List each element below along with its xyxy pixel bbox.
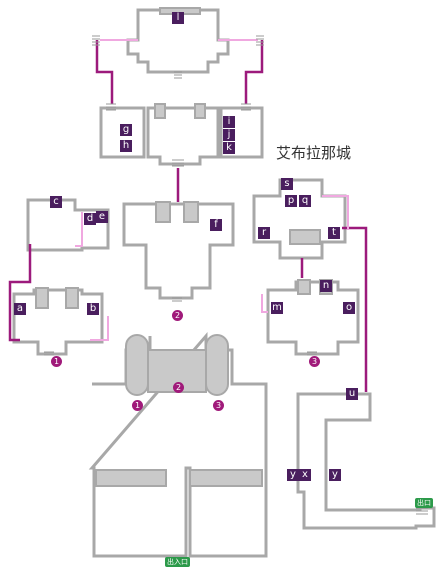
room-label-y-left: y xyxy=(287,469,299,481)
room-label-a: a xyxy=(14,303,26,315)
room-label-s: s xyxy=(281,178,293,190)
marker-3-upper: 3 xyxy=(309,356,320,367)
marker-3-hall: 3 xyxy=(213,400,224,411)
room-label-y-right: y xyxy=(329,469,341,481)
room-label-j: j xyxy=(223,129,235,141)
room-label-n: n xyxy=(320,280,332,292)
room-label-f: f xyxy=(210,219,222,231)
room-label-u: u xyxy=(346,388,358,400)
room-label-d: d xyxy=(84,213,96,225)
room-label-c: c xyxy=(50,196,62,208)
room-label-i: i xyxy=(223,116,235,128)
room-label-x: x xyxy=(299,469,311,481)
room-label-l: l xyxy=(172,12,184,24)
room-label-o: o xyxy=(343,302,355,314)
room-label-q: q xyxy=(299,195,311,207)
map-title: 艾布拉那城 xyxy=(276,144,352,162)
room-label-k: k xyxy=(223,142,235,154)
room-label-t: t xyxy=(328,227,340,239)
marker-2-hall: 2 xyxy=(173,382,184,393)
marker-1-upper: 1 xyxy=(51,356,62,367)
room-label-h: h xyxy=(120,140,132,152)
room-label-g: g xyxy=(120,124,132,136)
room-label-e: e xyxy=(96,211,108,223)
room-label-m: m xyxy=(271,302,283,314)
exit-label: 出口 xyxy=(415,498,433,508)
room-label-p: p xyxy=(285,195,297,207)
room-label-r: r xyxy=(258,227,270,239)
room-label-b: b xyxy=(87,303,99,315)
marker-2-upper: 2 xyxy=(172,310,183,321)
marker-1-hall: 1 xyxy=(132,400,143,411)
entrance-label: 出入口 xyxy=(165,557,190,567)
